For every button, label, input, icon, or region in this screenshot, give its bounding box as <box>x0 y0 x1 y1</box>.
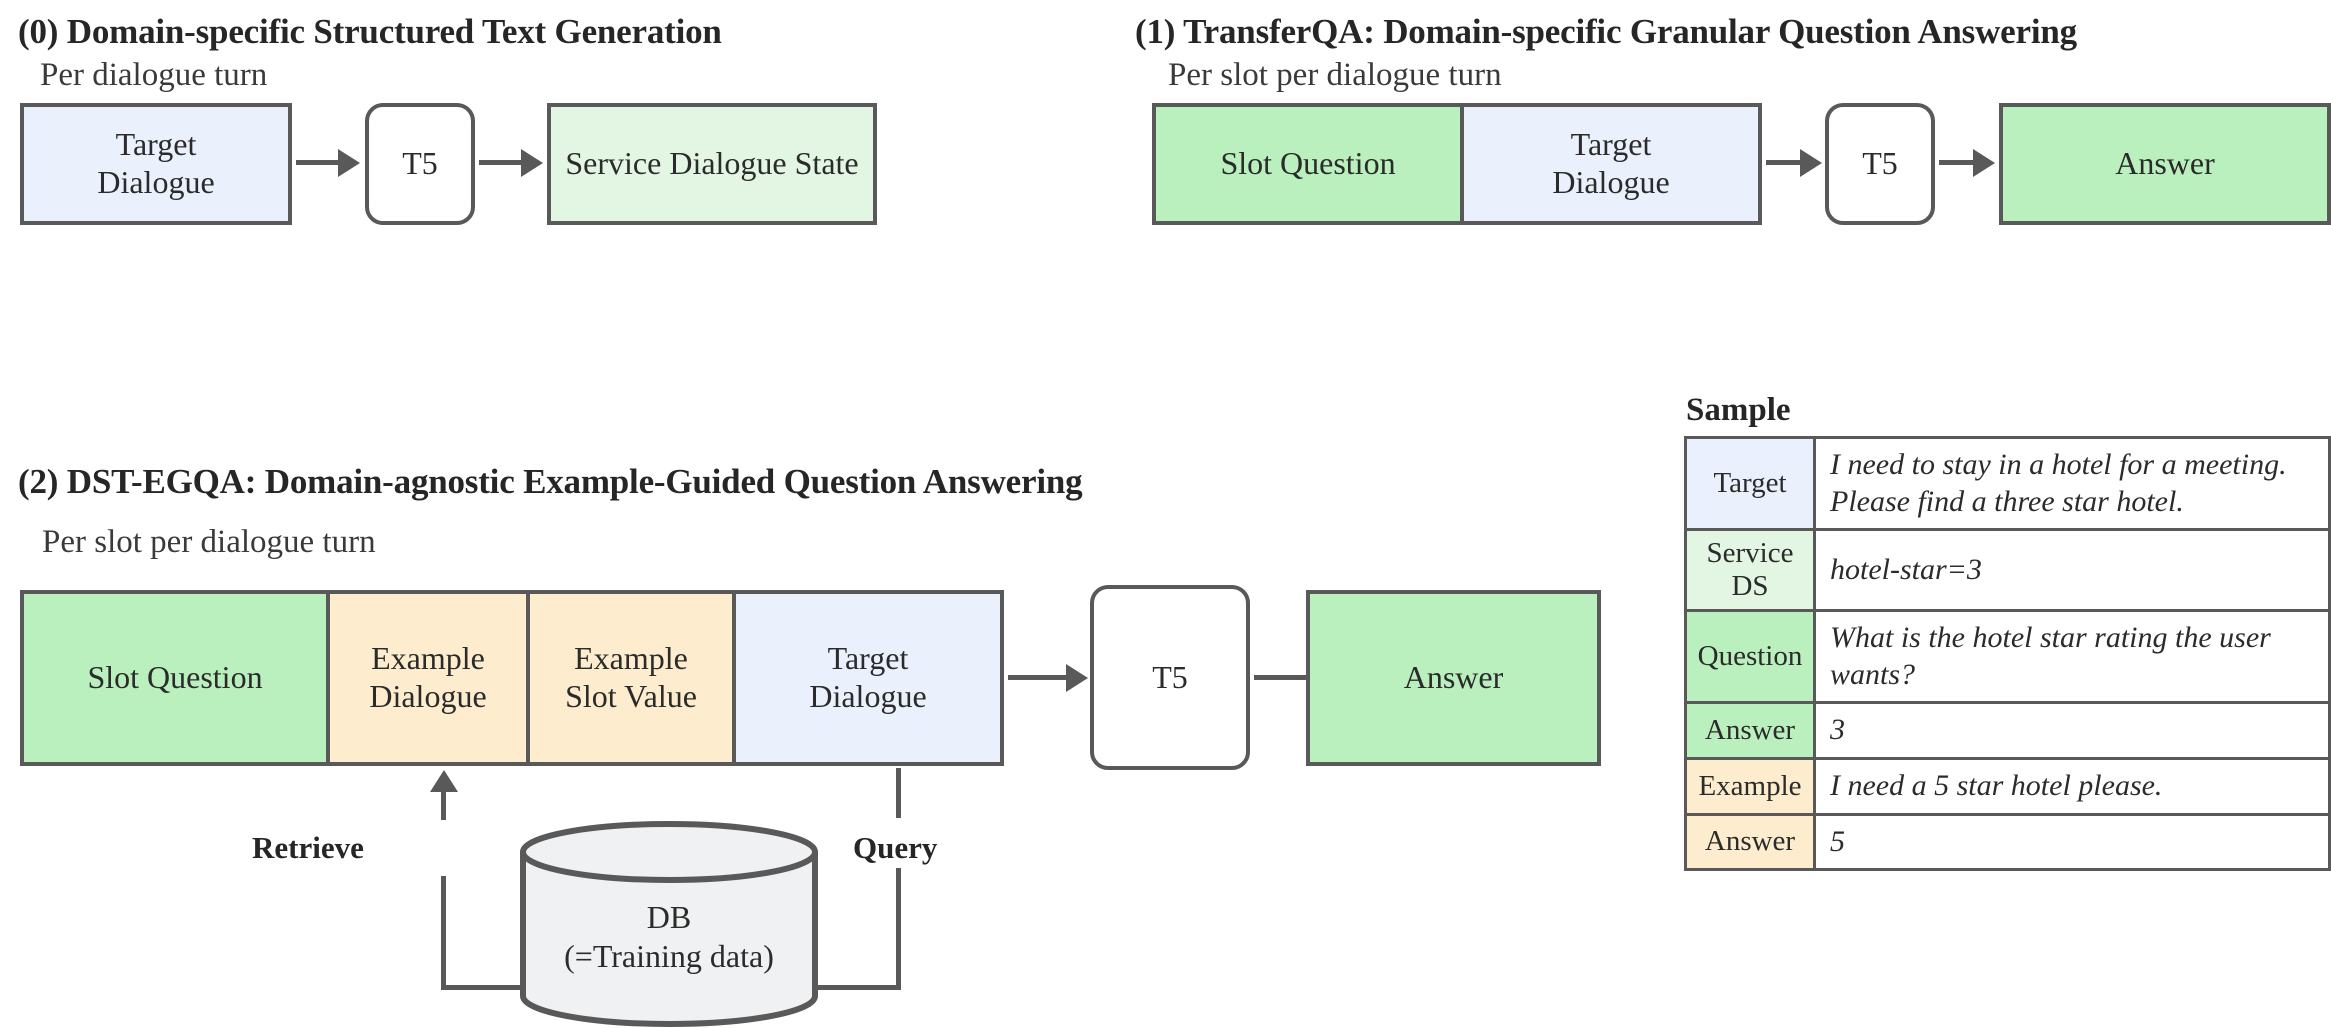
arrow-line-sec0-b <box>479 160 521 165</box>
sample-key: Example <box>1684 756 1816 816</box>
retrieve-label: Retrieve <box>252 830 364 865</box>
sample-key: Target <box>1684 435 1816 532</box>
retrieve-arrow-vertical <box>441 876 446 990</box>
sample-value: 5 <box>1813 812 2331 872</box>
table-row: Example I need a 5 star hotel please. <box>1684 756 2331 816</box>
bar-input-sec2: Slot Question Example Dialogue Example S… <box>20 590 1004 766</box>
retrieve-arrow-stub <box>441 790 446 820</box>
arrow-head-sec1-b <box>1973 148 1995 177</box>
arrow-head-sec0-b <box>521 148 543 177</box>
query-arrow-vertical <box>896 868 901 990</box>
cell-slot-question-sec1: Slot Question <box>1156 107 1460 221</box>
arrow-line-sec0-a <box>296 160 338 165</box>
sample-value: I need to stay in a hotel for a meeting.… <box>1813 435 2331 532</box>
box-label: Target Dialogue <box>809 640 927 714</box>
box-answer-sec1: Answer <box>1999 103 2331 225</box>
cell-example-slot-value-sec2: Example Slot Value <box>526 594 732 762</box>
box-label: T5 <box>1862 145 1898 182</box>
sample-key: Answer <box>1684 701 1816 760</box>
box-t5-sec1: T5 <box>1825 103 1935 225</box>
sample-key: Answer <box>1684 812 1816 872</box>
db-cylinder: DB (=Training data) <box>518 820 820 1028</box>
section-1-title: (1) TransferQA: Domain-specific Granular… <box>1135 12 2077 51</box>
box-service-dialogue-state-sec0: Service Dialogue State <box>547 103 877 225</box>
box-target-dialogue-sec0: Target Dialogue <box>20 103 292 225</box>
table-row: Answer 5 <box>1684 812 2331 872</box>
sample-key: Question <box>1684 609 1816 705</box>
box-label: Example Slot Value <box>565 640 697 714</box>
query-label: Query <box>853 830 938 865</box>
box-label: Slot Question <box>1220 145 1396 182</box>
db-cylinder-shape <box>520 821 818 1027</box>
retrieve-arrow-horizontal <box>441 985 571 990</box>
section-2-title: (2) DST-EGQA: Domain-agnostic Example-Gu… <box>18 462 1083 501</box>
box-label: Example Dialogue <box>369 640 487 714</box>
box-label: Answer <box>2115 145 2215 182</box>
box-t5-sec0: T5 <box>365 103 475 225</box>
query-arrow-stub-top <box>896 768 901 818</box>
cell-target-dialogue-sec1: Target Dialogue <box>1460 107 1758 221</box>
sample-value: What is the hotel star rating the user w… <box>1813 609 2331 705</box>
table-row: Question What is the hotel star rating t… <box>1684 609 2331 705</box>
retrieve-arrow-head <box>429 770 458 792</box>
arrow-line-sec2-b <box>1254 675 1306 680</box>
arrow-line-sec1-a <box>1766 160 1800 165</box>
table-row: Target I need to stay in a hotel for a m… <box>1684 435 2331 532</box>
box-label: Slot Question <box>87 659 263 696</box>
table-row: Answer 3 <box>1684 701 2331 760</box>
box-label: Target Dialogue <box>1552 126 1670 200</box>
cell-target-dialogue-sec2: Target Dialogue <box>732 594 1000 762</box>
bar-input-sec1: Slot Question Target Dialogue <box>1152 103 1762 225</box>
box-answer-sec2: Answer <box>1306 590 1601 766</box>
section-2-caption: Per slot per dialogue turn <box>42 524 376 560</box>
query-arrow-horizontal <box>796 985 901 990</box>
sample-title: Sample <box>1686 392 1791 428</box>
box-label: Answer <box>1403 659 1504 696</box>
box-label: T5 <box>1152 658 1188 695</box>
cell-slot-question-sec2: Slot Question <box>24 594 326 762</box>
box-t5-sec2: T5 <box>1090 585 1250 770</box>
sample-value: hotel-star=3 <box>1813 528 2331 613</box>
sample-table: Target I need to stay in a hotel for a m… <box>1684 435 2331 872</box>
arrow-head-sec0-a <box>338 148 360 177</box>
arrow-head-sec2-a <box>1066 663 1088 692</box>
sample-value: 3 <box>1813 701 2331 760</box>
sample-key: Service DS <box>1684 528 1816 613</box>
sample-value: I need a 5 star hotel please. <box>1813 756 2331 816</box>
cell-example-dialogue-sec2: Example Dialogue <box>326 594 526 762</box>
arrow-head-sec1-a <box>1800 148 1822 177</box>
table-row: Service DS hotel-star=3 <box>1684 528 2331 613</box>
box-label: Service Dialogue State <box>565 145 859 182</box>
arrow-line-sec1-b <box>1939 160 1973 165</box>
section-0-caption: Per dialogue turn <box>40 57 268 93</box>
box-label: Target Dialogue <box>97 126 215 200</box>
box-label: T5 <box>402 145 438 182</box>
section-0-title: (0) Domain-specific Structured Text Gene… <box>18 12 722 51</box>
arrow-line-sec2-a <box>1008 675 1066 680</box>
section-1-caption: Per slot per dialogue turn <box>1168 57 1502 93</box>
